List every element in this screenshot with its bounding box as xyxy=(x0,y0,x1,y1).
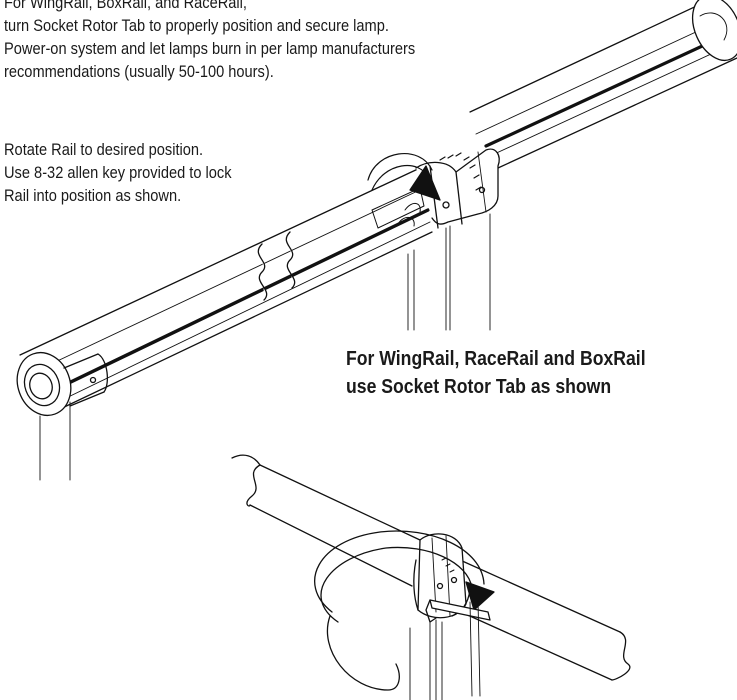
main-rail xyxy=(16,0,737,481)
instruction-line: Rail into position as shown. xyxy=(4,186,182,205)
instruction-line: For WingRail, BoxRail, and RaceRail, xyxy=(4,0,247,12)
caption-line: use Socket Rotor Tab as shown xyxy=(346,375,612,398)
caption-line: For WingRail, RaceRail and BoxRail xyxy=(346,347,646,370)
instruction-line: turn Socket Rotor Tab to properly positi… xyxy=(4,16,389,35)
socket-rotor-caption: For WingRail, RaceRail and BoxRail use S… xyxy=(346,345,646,401)
socket-rotor-detail xyxy=(231,454,631,700)
instruction-line: recommendations (usually 50-100 hours). xyxy=(4,62,274,81)
instructions-rail-rotation: Rotate Rail to desired position. Use 8-3… xyxy=(4,138,232,207)
instruction-line: Rotate Rail to desired position. xyxy=(4,140,204,159)
instructions-top: For WingRail, BoxRail, and RaceRail, tur… xyxy=(4,0,415,83)
instruction-line: Use 8-32 allen key provided to lock xyxy=(4,163,232,182)
instruction-line: Power-on system and let lamps burn in pe… xyxy=(4,39,416,58)
